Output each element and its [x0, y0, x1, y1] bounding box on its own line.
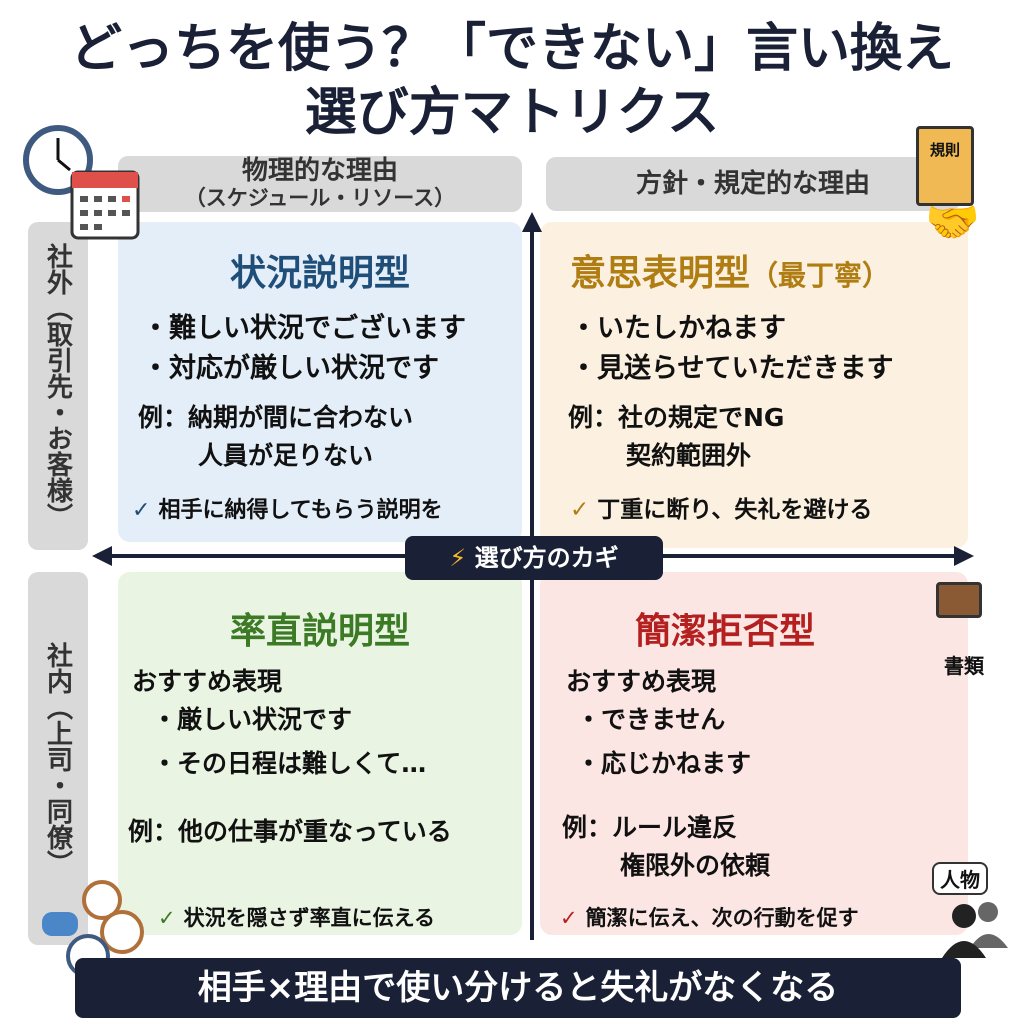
recommended-heading: おすすめ表現	[132, 667, 283, 696]
title-line-2: 選び方マトリクス	[304, 83, 720, 143]
example: 例：他の仕事が重なっている	[128, 817, 452, 846]
tip: 丁重に断り、失礼を避ける	[597, 497, 873, 523]
example: 例：社の規定でNG	[568, 403, 785, 432]
bullet: ・できません	[576, 705, 726, 734]
people-icon	[942, 902, 1008, 958]
footer-banner: 相手×理由で使い分けると失礼がなくなる	[75, 958, 961, 1018]
briefcase-label: 書類	[944, 654, 984, 678]
quadrant-internal-policy: 簡潔拒否型 おすすめ表現 ・できません ・応じかねます 例：ルール違反 権限外の…	[540, 572, 968, 935]
check-icon: ✓	[158, 906, 176, 930]
row-header-external: 社外（取引先・お客様）	[28, 222, 88, 550]
example: 例：ルール違反	[562, 813, 738, 842]
bullet: ・いたしかねます	[570, 313, 786, 344]
bullet: ・厳しい状況です	[152, 705, 353, 734]
quadrant-title: 状況説明型	[229, 253, 410, 294]
quadrant-title-note: （最丁寧）	[750, 259, 891, 292]
quadrant-external-policy: 意思表明型（最丁寧） ・いたしかねます ・見送らせていただきます 例：社の規定で…	[540, 222, 968, 548]
tip: 簡潔に伝え、次の行動を促す	[585, 906, 859, 930]
center-badge-label: 選び方のカギ	[474, 544, 619, 572]
center-badge: ⚡ 選び方のカギ	[405, 536, 663, 580]
quadrant-title-text: 意思表明型	[570, 253, 751, 294]
quadrant-title: 率直説明型	[229, 611, 410, 652]
check-icon: ✓	[570, 497, 590, 523]
handshake-icon: 🤝	[925, 197, 980, 248]
column-physical-label: 物理的な理由	[241, 156, 398, 186]
column-physical-sub: （スケジュール・リソース）	[184, 186, 456, 210]
tip: 状況を隠さず率直に伝える	[183, 906, 435, 930]
quadrant-external-physical: 状況説明型 ・難しい状況でございます ・対応が厳しい状況です 例：納期が間に合わ…	[118, 222, 522, 542]
quadrant-title: 簡潔拒否型	[634, 611, 815, 652]
example: 人員が足りない	[198, 441, 374, 470]
column-header-policy: 方針・規定的な理由	[546, 157, 960, 211]
check-icon: ✓	[560, 906, 578, 930]
quadrant-title: 意思表明型（最丁寧）	[570, 244, 968, 296]
tip: 相手に納得してもらう説明を	[158, 498, 443, 523]
bullet: ・対応が厳しい状況です	[142, 353, 439, 384]
bullet: ・応じかねます	[576, 749, 752, 778]
row-header-internal: 社内（上司・同僚）	[28, 572, 88, 945]
rulebook-label: 規則	[929, 141, 960, 159]
bullet: ・見送らせていただきます	[570, 353, 894, 384]
check-icon: ✓	[132, 498, 151, 523]
quadrant-internal-physical: 率直説明型 おすすめ表現 ・厳しい状況です ・その日程は難しくて… 例：他の仕事…	[118, 572, 522, 935]
recommended-heading: おすすめ表現	[566, 667, 717, 696]
example: 例：納期が間に合わない	[138, 403, 414, 432]
lightning-icon: ⚡	[449, 544, 467, 572]
briefcase-icon	[936, 582, 982, 618]
title-line-1: どっちを使う？「できない」言い換え	[69, 19, 954, 79]
bullet: ・難しい状況でございます	[142, 313, 466, 344]
rulebook-icon: 規則	[916, 126, 974, 206]
clock-calendar-icon	[23, 125, 140, 240]
example: 契約範囲外	[626, 441, 752, 470]
column-header-physical: 物理的な理由 （スケジュール・リソース）	[118, 156, 522, 212]
example: 権限外の依頼	[620, 851, 771, 880]
people-label: 人物	[932, 862, 988, 895]
bullet: ・その日程は難しくて…	[152, 749, 427, 778]
